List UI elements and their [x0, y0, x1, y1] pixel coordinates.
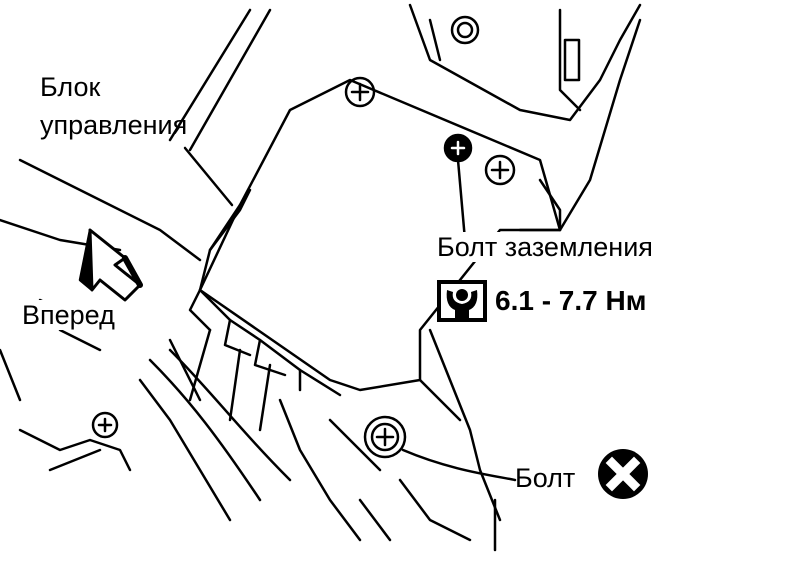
- control-unit-label-line1: Блок: [40, 72, 101, 102]
- torque-value: 6.1 - 7.7 Нм: [495, 285, 647, 316]
- bolt-label: Болт: [515, 463, 576, 493]
- ground-bolt-label: Болт заземления: [437, 232, 653, 262]
- do-not-reuse-x-icon: [597, 448, 649, 500]
- torque-spec: 6.1 - 7.7 Нм: [437, 280, 646, 322]
- forward-label: Вперед: [22, 300, 115, 330]
- control-unit-label-line2: управления: [40, 110, 188, 140]
- forward-arrow-icon: [78, 228, 143, 302]
- torque-wrench-icon: [437, 280, 487, 322]
